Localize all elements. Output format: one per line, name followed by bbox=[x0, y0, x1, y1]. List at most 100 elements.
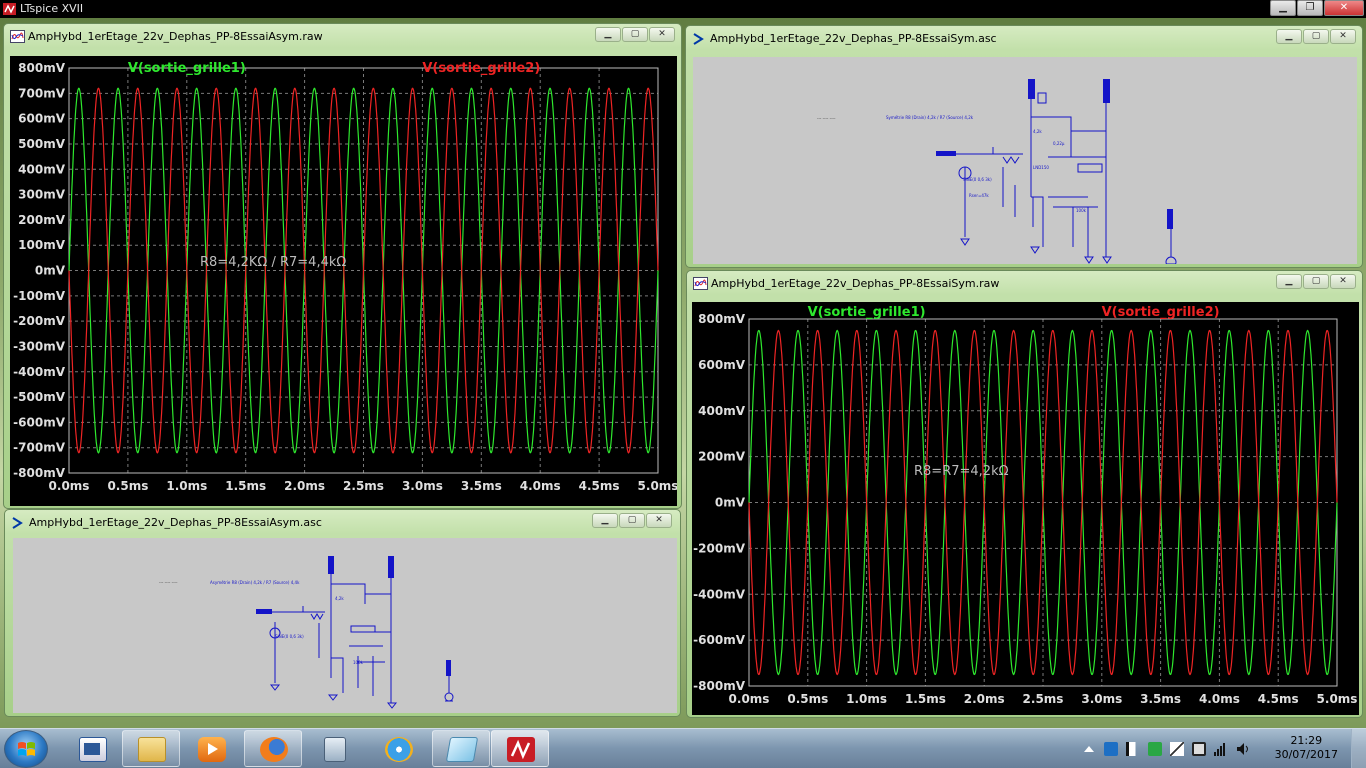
close-button[interactable]: ✕ bbox=[1330, 274, 1356, 289]
legend-label-2[interactable]: V(sortie_grille2) bbox=[1102, 305, 1220, 320]
app-title: LTspice XVII bbox=[20, 2, 84, 15]
x-tick-label: 3.0ms bbox=[1081, 692, 1122, 706]
power-icon[interactable] bbox=[1192, 742, 1206, 756]
x-tick-label: 1.5ms bbox=[905, 692, 946, 706]
svg-text:0,22µ: 0,22µ bbox=[1053, 141, 1065, 146]
y-tick-label: 600mV bbox=[18, 112, 66, 126]
minimize-button[interactable]: ▁ bbox=[1276, 274, 1302, 289]
taskbar-ltspice[interactable] bbox=[491, 730, 549, 767]
close-button[interactable]: ✕ bbox=[649, 27, 675, 42]
window-raw-sym[interactable]: AmpHybd_1erEtage_22v_Dephas_PP-8EssaiSym… bbox=[686, 270, 1363, 718]
window-title: AmpHybd_1erEtage_22v_Dephas_PP-8EssaiAsy… bbox=[28, 30, 323, 43]
x-tick-label: 4.5ms bbox=[1258, 692, 1299, 706]
minimize-button[interactable]: ▁ bbox=[592, 513, 618, 528]
taskbar-word[interactable] bbox=[63, 730, 121, 767]
taskbar-media-player[interactable] bbox=[182, 730, 240, 767]
maximize-button[interactable]: ▢ bbox=[622, 27, 648, 42]
window-caption-buttons: ▁ ▢ ✕ bbox=[592, 513, 672, 528]
minimize-button[interactable]: ▁ bbox=[1276, 29, 1302, 44]
taskbar-explorer[interactable] bbox=[122, 730, 180, 767]
x-tick-label: 2.0ms bbox=[964, 692, 1005, 706]
maximize-button[interactable]: ▢ bbox=[619, 513, 645, 528]
schematic-icon bbox=[12, 517, 23, 529]
show-hidden-icons-icon[interactable] bbox=[1084, 746, 1094, 752]
action-center-icon[interactable] bbox=[1126, 742, 1140, 756]
start-button[interactable] bbox=[4, 730, 48, 768]
y-tick-label: 100mV bbox=[18, 238, 66, 252]
plot-annotation: R8=R7=4,2kΩ bbox=[914, 464, 1009, 479]
y-tick-label: -200mV bbox=[693, 541, 746, 555]
calculator-icon bbox=[324, 737, 346, 762]
schematic-icon bbox=[693, 33, 704, 45]
app-caption-buttons: ▁ ❐ ✕ bbox=[1270, 0, 1364, 16]
compass-icon bbox=[385, 737, 413, 762]
close-button[interactable]: ✕ bbox=[646, 513, 672, 528]
window-caption-buttons: ▁ ▢ ✕ bbox=[1276, 29, 1356, 44]
taskbar-browser[interactable] bbox=[369, 730, 427, 767]
y-tick-label: 500mV bbox=[18, 137, 66, 151]
legend-label-1[interactable]: V(sortie_grille1) bbox=[808, 305, 926, 320]
volume-icon[interactable] bbox=[1236, 742, 1250, 756]
window-raw-asym[interactable]: AmpHybd_1erEtage_22v_Dephas_PP-8EssaiAsy… bbox=[3, 23, 682, 509]
y-tick-label: -400mV bbox=[13, 365, 66, 379]
x-tick-label: 2.5ms bbox=[1023, 692, 1064, 706]
window-title: AmpHybd_1erEtage_22v_Dephas_PP-8EssaiSym… bbox=[711, 277, 1000, 290]
series-trace-2[interactable] bbox=[68, 87, 659, 454]
window-title: AmpHybd_1erEtage_22v_Dephas_PP-8EssaiAsy… bbox=[29, 516, 322, 529]
notepad-icon bbox=[445, 737, 479, 762]
signal-strength-icon[interactable] bbox=[1214, 742, 1228, 756]
svg-text:4,2k: 4,2k bbox=[335, 596, 344, 601]
legend-label-2[interactable]: V(sortie_grille2) bbox=[422, 61, 540, 76]
app-titlebar: LTspice XVII ▁ ❐ ✕ bbox=[0, 0, 1366, 18]
bluetooth-icon[interactable] bbox=[1170, 742, 1184, 756]
taskbar-firefox[interactable] bbox=[244, 730, 302, 767]
window-asc-sym[interactable]: AmpHybd_1erEtage_22v_Dephas_PP-8EssaiSym… bbox=[685, 25, 1363, 268]
restore-button[interactable]: ❐ bbox=[1297, 0, 1323, 16]
system-clock[interactable]: 21:29 30/07/2017 bbox=[1275, 734, 1338, 762]
window-title: AmpHybd_1erEtage_22v_Dephas_PP-8EssaiSym… bbox=[710, 32, 997, 45]
legend-label-1[interactable]: V(sortie_grille1) bbox=[128, 61, 246, 76]
clock-date: 30/07/2017 bbox=[1274, 748, 1338, 761]
close-button[interactable]: ✕ bbox=[1324, 0, 1364, 16]
x-tick-label: 5.0ms bbox=[638, 479, 677, 493]
y-tick-label: -600mV bbox=[13, 415, 66, 429]
svg-text:SINE(0 0,6 3k): SINE(0 0,6 3k) bbox=[963, 177, 992, 182]
minimize-button[interactable]: ▁ bbox=[1270, 0, 1296, 16]
update-icon[interactable] bbox=[1148, 742, 1162, 756]
schematic-canvas[interactable]: Asymétrie R8 (Drain) 4,2k / R7 (Source) … bbox=[13, 538, 677, 713]
ltspice-app-icon bbox=[3, 3, 16, 15]
x-tick-label: 5.0ms bbox=[1317, 692, 1358, 706]
y-tick-label: -800mV bbox=[13, 466, 66, 480]
plot-annotation: R8=4,2KΩ / R7=4,4kΩ bbox=[200, 255, 346, 270]
maximize-button[interactable]: ▢ bbox=[1303, 29, 1329, 44]
word-icon bbox=[79, 737, 107, 762]
svg-text:Rser=47k: Rser=47k bbox=[969, 193, 989, 198]
show-desktop-button[interactable] bbox=[1351, 729, 1366, 768]
series-trace-2[interactable] bbox=[748, 329, 1338, 676]
minimize-button[interactable]: ▁ bbox=[595, 27, 621, 42]
taskbar-notepad[interactable] bbox=[432, 730, 490, 767]
windows-logo-icon bbox=[18, 742, 35, 756]
svg-text:Symétrie R8 (Drain) 4,2k / R7: Symétrie R8 (Drain) 4,2k / R7 (Source) 4… bbox=[886, 115, 974, 120]
y-tick-label: 300mV bbox=[18, 188, 66, 202]
network-adapter-icon[interactable] bbox=[1104, 742, 1118, 756]
x-tick-label: 1.0ms bbox=[166, 479, 207, 493]
y-tick-label: -500mV bbox=[13, 390, 66, 404]
maximize-button[interactable]: ▢ bbox=[1303, 274, 1329, 289]
y-tick-label: -100mV bbox=[13, 289, 66, 303]
svg-text:4,2k: 4,2k bbox=[1033, 129, 1042, 134]
y-tick-label: 700mV bbox=[18, 86, 66, 100]
close-button[interactable]: ✕ bbox=[1330, 29, 1356, 44]
svg-text:100k: 100k bbox=[1076, 208, 1087, 213]
y-tick-label: 200mV bbox=[698, 450, 746, 464]
schematic-canvas[interactable]: Symétrie R8 (Drain) 4,2k / R7 (Source) 4… bbox=[693, 57, 1357, 264]
y-tick-label: -700mV bbox=[13, 441, 66, 455]
taskbar-calculator[interactable] bbox=[305, 730, 363, 767]
schematic-drawing: Symétrie R8 (Drain) 4,2k / R7 (Source) 4… bbox=[817, 79, 1177, 264]
window-asc-asym[interactable]: AmpHybd_1erEtage_22v_Dephas_PP-8EssaiAsy… bbox=[4, 509, 681, 717]
x-tick-label: 3.0ms bbox=[402, 479, 443, 493]
y-tick-label: 800mV bbox=[698, 312, 746, 326]
